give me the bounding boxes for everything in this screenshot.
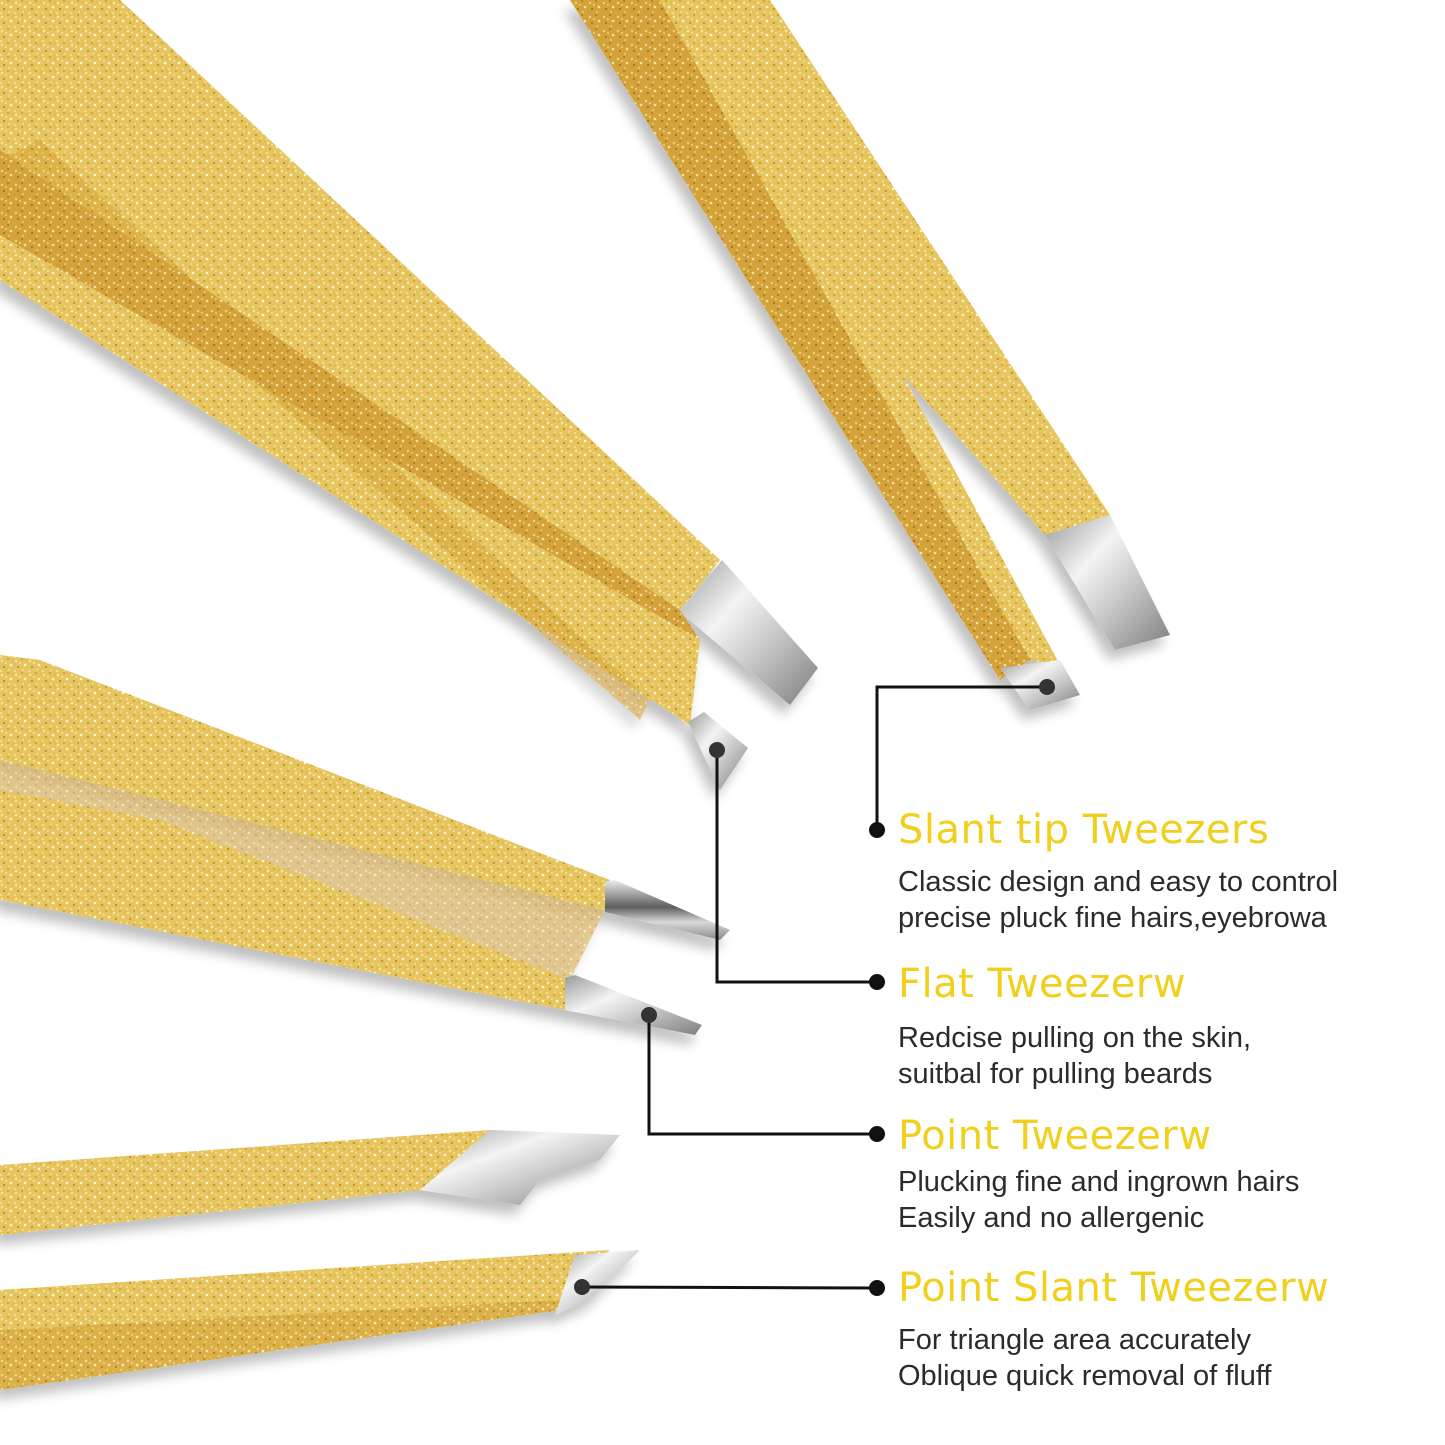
tweezer-point-middle: [0, 655, 730, 1035]
callout-flat: Flat Tweezerw Redcise pulling on the ski…: [898, 962, 1251, 1092]
callout-description-line: Plucking fine and ingrown hairs: [898, 1166, 1300, 1198]
connector-point: [647, 1015, 877, 1136]
callout-description-line: precise pluck fine hairs,eyebrowa: [898, 902, 1327, 934]
tweezer-flat-top-left: [0, 0, 818, 790]
connector-dot: [869, 822, 885, 838]
connector-dot: [574, 1279, 590, 1295]
tweezer-point-slant-bottom: [0, 1130, 640, 1390]
callout-description-line: Easily and no allergenic: [898, 1202, 1205, 1234]
callout-title: Flat Tweezerw: [898, 961, 1187, 1007]
connector-dot: [641, 1007, 657, 1023]
callout-description-line: Classic design and easy to control: [898, 866, 1339, 898]
connector-dot: [869, 974, 885, 990]
callout-point-slant: Point Slant Tweezerw For triangle area a…: [898, 1266, 1329, 1394]
callout-description-line: suitbal for pulling beards: [898, 1058, 1213, 1090]
connector-dot: [1039, 679, 1055, 695]
callout-description-line: Redcise pulling on the skin,: [898, 1022, 1252, 1054]
callout-description-line: Oblique quick removal of fluff: [898, 1360, 1272, 1392]
connector-dot: [709, 742, 725, 758]
connector-point-slant: [581, 1285, 878, 1290]
callout-title: Point Slant Tweezerw: [898, 1265, 1330, 1311]
callout-title: Slant tip Tweezers: [898, 807, 1270, 853]
connector-dot: [869, 1126, 885, 1142]
callout-title: Point Tweezerw: [898, 1113, 1212, 1159]
connector-dot: [869, 1280, 885, 1296]
callout-slant-tip: Slant tip Tweezers Classic design and ea…: [898, 808, 1338, 936]
connector-flat: [715, 750, 877, 984]
callout-point: Point Tweezerw Plucking fine and ingrown…: [898, 1114, 1299, 1236]
tweezer-slant-top-right: [570, 0, 1170, 710]
callout-description-line: For triangle area accurately: [898, 1324, 1251, 1356]
connector-slant-tip: [875, 685, 1047, 830]
